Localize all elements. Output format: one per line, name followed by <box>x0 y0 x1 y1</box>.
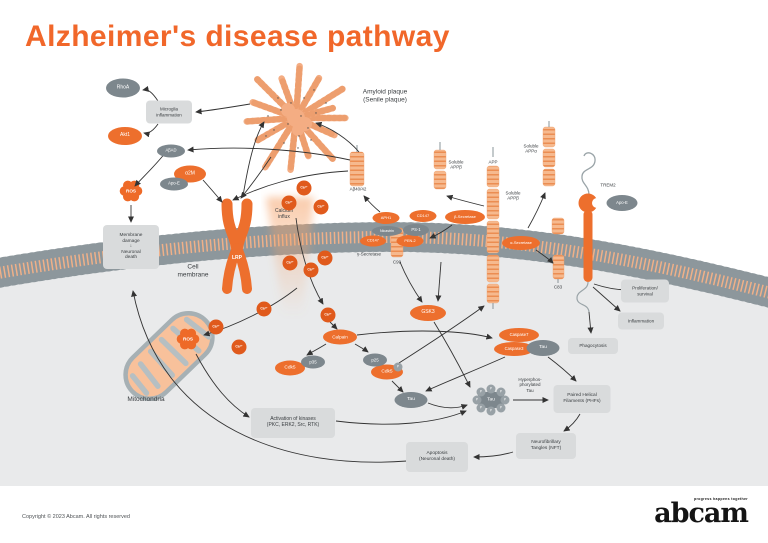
ca-ion: Ca²⁺ <box>231 339 247 355</box>
proliferation-box: Proliferation/survival <box>621 279 669 303</box>
ca-ion: Ca²⁺ <box>282 255 298 271</box>
ros2-label: ROS <box>183 336 193 342</box>
c99-label: C99 <box>392 259 402 265</box>
phospho-p: P <box>476 403 486 413</box>
nicastrin: Nicastrin <box>372 226 402 236</box>
ab4042-label: Aβ40/42 <box>349 186 367 192</box>
ca-ion: Ca²⁺ <box>317 250 333 266</box>
ca-ion: Ca²⁺ <box>296 180 312 196</box>
ca-ion: Ca²⁺ <box>313 199 329 215</box>
c83-label: C83 <box>553 284 563 290</box>
copyright-text: Copyright © 2023 Abcam. All rights reser… <box>22 514 130 520</box>
gsk3: GSK3 <box>410 305 446 321</box>
trem2-label: TREM2 <box>600 182 616 188</box>
abcam-wordmark: abcam <box>654 498 749 529</box>
lrp-label: LRP <box>232 255 242 262</box>
abcam-logo: progress happens together abcam <box>654 497 749 529</box>
rhoa: RhoA <box>106 78 140 98</box>
ca-ion: Ca²⁺ <box>256 301 272 317</box>
pen2: PEN-2 <box>396 235 424 247</box>
ca-ion: Ca²⁺ <box>303 262 319 278</box>
phospho-p: P <box>496 387 506 397</box>
abad: AβAD <box>157 144 185 158</box>
apoe-1: Apo-E <box>160 177 188 191</box>
inflammation-box: Inflammation <box>618 312 664 330</box>
aph1: APH1 <box>372 212 400 224</box>
ros-cluster <box>119 180 143 202</box>
tau-a: Tau <box>394 392 428 408</box>
amyloid-plaque-label: Amyloid plaque(Senile plaque) <box>362 88 408 103</box>
app-fragments <box>349 121 565 309</box>
cd147-a: CD147 <box>409 210 437 222</box>
caspase7: Caspase7 <box>499 328 539 342</box>
kinases-box: Activation of kinases(PKC, ERK2, Src, RT… <box>251 408 335 438</box>
ps1: PS-1 <box>403 224 429 236</box>
tau-b: Tau <box>526 340 560 356</box>
ros1-label: ROS <box>126 188 136 194</box>
ca-ion: Ca²⁺ <box>208 319 224 335</box>
gamma-secretase-label: γ-Secretase <box>356 251 382 257</box>
amyloid-plaque <box>242 62 350 173</box>
akt1: Akt1 <box>108 127 142 145</box>
cd147-b: CD147 <box>360 235 386 247</box>
apoe-2: Apo-E <box>606 195 638 211</box>
caspase3: Caspase3 <box>494 342 534 356</box>
phospho-p: P <box>472 395 482 405</box>
page-title: Alzheimer's disease pathway <box>25 20 450 53</box>
abcam-tagline: progress happens together <box>693 497 748 501</box>
phospho-p: P <box>476 387 486 397</box>
pathway-arrows <box>128 85 629 463</box>
phospho-p: P <box>486 384 496 394</box>
phospho-p: P <box>486 406 496 416</box>
p25: p25 <box>363 353 387 367</box>
ca-ion: Ca²⁺ <box>281 195 297 211</box>
app-label: APP <box>488 159 498 165</box>
phagocytosis-box: Phagocytosis <box>568 338 618 354</box>
cdk5-a: Cdk5 <box>275 360 305 376</box>
mitochondria-label: Mitochondria <box>127 396 165 404</box>
lrp-receptor <box>221 198 253 294</box>
apoptosis-box: Apoptosis(Neuronal death) <box>406 442 468 472</box>
beta-secretase: β-Secretase <box>445 210 485 224</box>
phospho-p: P <box>500 395 510 405</box>
calpain: Calpain <box>323 329 357 345</box>
phospho-p: P <box>393 362 403 372</box>
phospho-p: P <box>496 403 506 413</box>
ros-cluster <box>176 328 200 350</box>
p35: p35 <box>301 355 325 369</box>
alpha-secretase: α-Secretase <box>502 236 540 250</box>
ca-ion: Ca²⁺ <box>320 307 336 323</box>
trem2-receptor <box>576 152 602 313</box>
